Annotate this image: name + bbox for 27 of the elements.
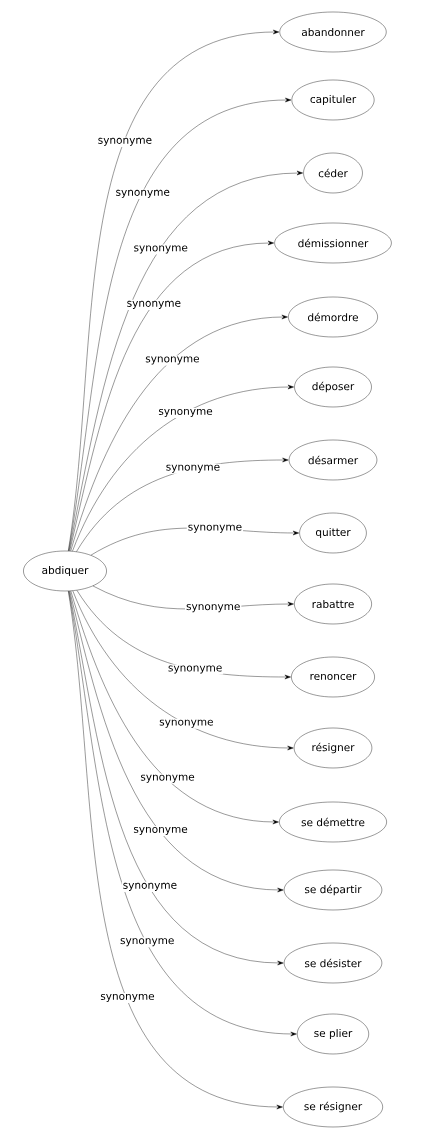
edge-label: synonyme	[99, 992, 156, 1003]
arrow	[68, 170, 303, 552]
edge-label: synonyme	[125, 299, 182, 310]
edge-label: synonyme	[164, 463, 222, 474]
arrow	[68, 590, 284, 966]
arrow	[69, 240, 274, 552]
arrow	[70, 590, 279, 825]
arrow	[72, 590, 294, 751]
edge-label: synonyme	[132, 825, 189, 836]
arrow	[68, 590, 283, 1110]
edge-label: synonyme	[157, 407, 214, 418]
arrow	[70, 314, 288, 552]
arrow	[72, 384, 294, 552]
edge-label: synonyme	[114, 188, 171, 199]
edge-label: synonyme	[185, 603, 242, 614]
arrow	[68, 97, 292, 552]
edge-label: synonyme	[139, 773, 196, 784]
arrow	[68, 590, 297, 1037]
edge-label: synonyme	[144, 355, 201, 366]
edge-label: synonyme	[121, 881, 179, 892]
edge-label: synonyme	[186, 523, 244, 534]
edge-label: synonyme	[132, 244, 189, 255]
edge-label: synonyme	[158, 718, 215, 729]
edge-label: synonyme	[166, 664, 224, 675]
edge-label: synonyme	[119, 937, 176, 948]
arrow	[69, 590, 284, 893]
edge-label: synonyme	[96, 136, 154, 147]
